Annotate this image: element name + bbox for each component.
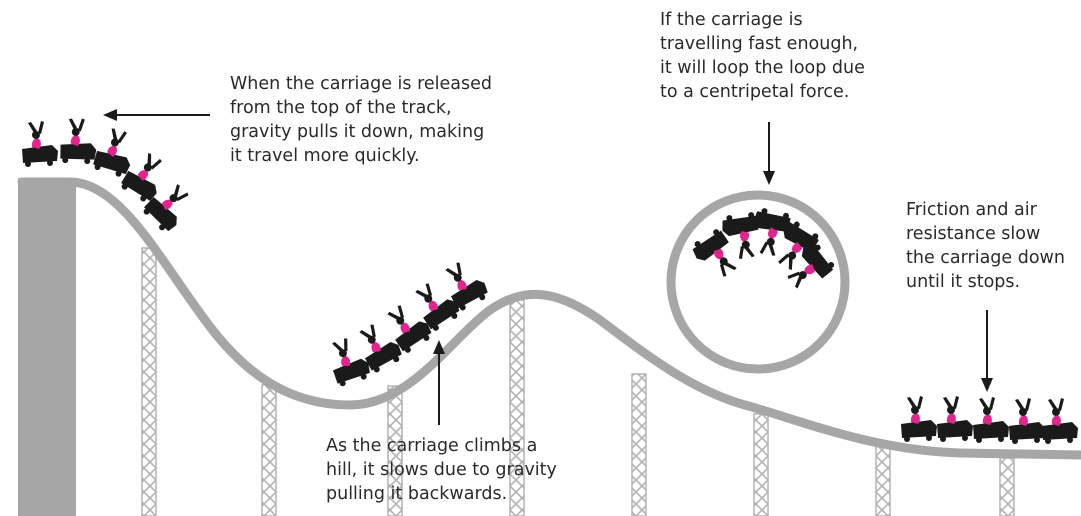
caption-line: If the carriage is	[660, 8, 865, 32]
carriage-end	[901, 396, 1078, 444]
arrow-release	[103, 109, 210, 121]
caption-line: pulling it backwards.	[326, 482, 557, 506]
caption-hill: As the carriage climbs a hill, it slows …	[326, 434, 557, 506]
caption-release: When the carriage is released from the t…	[230, 72, 492, 168]
caption-line: hill, it slows due to gravity	[326, 458, 557, 482]
arrow-loop	[763, 122, 775, 185]
lattice-support	[142, 248, 156, 516]
caption-line: Friction and air	[906, 198, 1065, 222]
caption-line: When the carriage is released	[230, 72, 492, 96]
lattice-support	[632, 374, 646, 516]
caption-line: it travel more quickly.	[230, 144, 492, 168]
caption-line: resistance slow	[906, 222, 1065, 246]
caption-line: until it stops.	[906, 270, 1065, 294]
caption-line: As the carriage climbs a	[326, 434, 557, 458]
arrow-friction	[981, 310, 993, 392]
caption-friction: Friction and air resistance slow the car…	[906, 198, 1065, 294]
lattice-support	[754, 414, 768, 516]
lattice-support	[876, 445, 890, 516]
caption-line: to a centripetal force.	[660, 80, 865, 104]
caption-line: travelling fast enough,	[660, 32, 865, 56]
carriage-hill	[326, 256, 491, 388]
arrow-hill	[433, 340, 445, 425]
caption-line: gravity pulls it down, making	[230, 120, 492, 144]
caption-line: from the top of the track,	[230, 96, 492, 120]
caption-loop: If the carriage is travelling fast enoug…	[660, 8, 865, 104]
support-tower	[18, 178, 76, 516]
lattice-support	[1000, 458, 1014, 516]
caption-line: the carriage down	[906, 246, 1065, 270]
lattice-support	[262, 385, 276, 516]
caption-line: it will loop the loop due	[660, 56, 865, 80]
